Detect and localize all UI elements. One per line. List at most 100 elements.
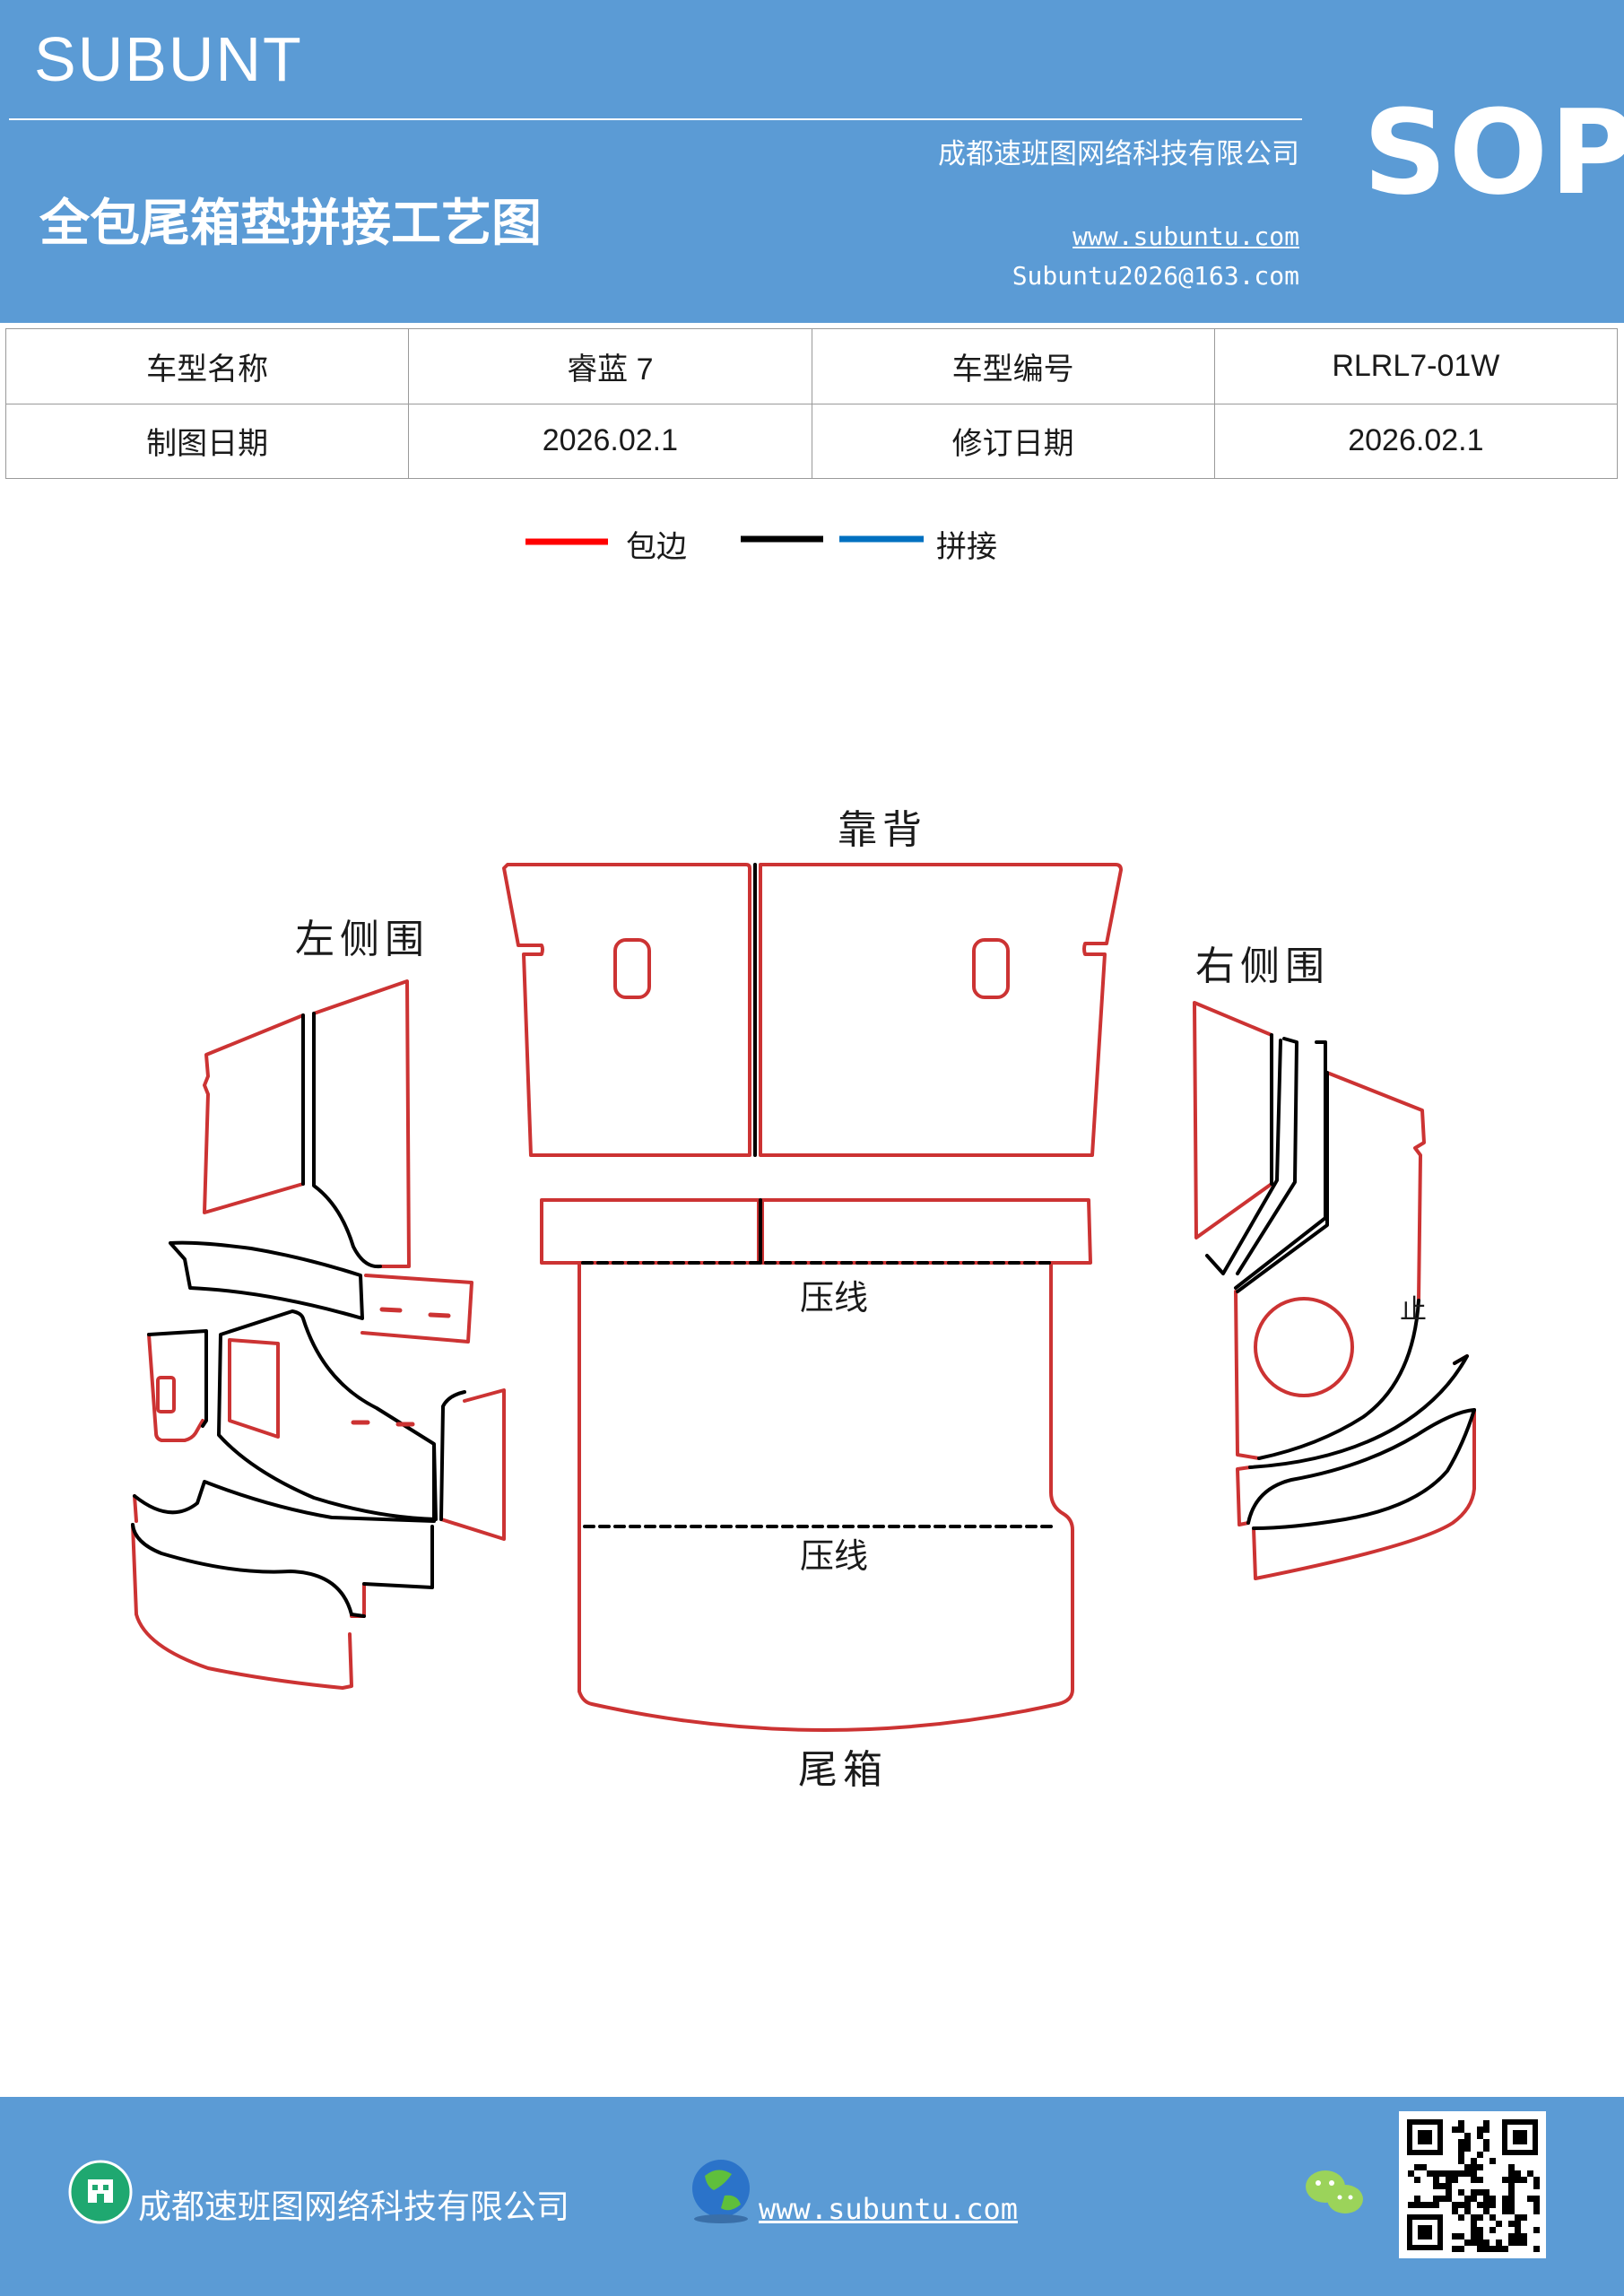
qr-module [1477, 2227, 1483, 2233]
trunk-strip-right [760, 1198, 1092, 1265]
qr-module [1471, 2170, 1477, 2177]
qr-module [1439, 2170, 1446, 2177]
right-panel-main [1325, 1071, 1426, 1302]
left-panel-upper-b [312, 979, 411, 1268]
qr-module [1508, 2183, 1515, 2189]
qr-module [1477, 2133, 1483, 2139]
qr-module [1508, 2196, 1515, 2202]
qr-module [1483, 2208, 1489, 2214]
backrest-label: 靠背 [838, 807, 927, 853]
legend-label-splice: 拼接 [936, 529, 997, 565]
qr-module [1533, 2202, 1540, 2208]
trunk-label: 尾箱 [798, 1747, 888, 1793]
qr-module [1464, 2239, 1471, 2246]
backrest-right-cutout [972, 938, 1010, 999]
qr-module [1433, 2177, 1439, 2183]
drawing-date-value: 2026.02.1 [408, 403, 812, 479]
left-panel-lower-tab [350, 1582, 366, 1618]
globe-icon [692, 2160, 750, 2223]
qr-code [1399, 2111, 1546, 2258]
qr-module [1446, 2183, 1452, 2189]
qr-module [1533, 2246, 1540, 2252]
stop-mark: 止 [1400, 1294, 1427, 1326]
table-row: 车型名称 睿蓝 7 车型编号 RLRL7-01W [4, 328, 1619, 404]
qr-module [1471, 2239, 1477, 2246]
qr-module [1483, 2246, 1489, 2252]
qr-module [1408, 2202, 1414, 2208]
qr-module [1533, 2177, 1540, 2183]
header-divider [9, 118, 1302, 120]
qr-module [1471, 2227, 1477, 2233]
left-seam-10 [350, 1613, 366, 1618]
qr-module [1502, 2177, 1508, 2183]
right-seam-3 [1236, 1037, 1298, 1275]
qr-module [1477, 2164, 1483, 2170]
website-link[interactable]: www.subuntu.com [1073, 222, 1299, 251]
qr-module [1508, 2177, 1515, 2183]
qr-module [1477, 2233, 1483, 2239]
qr-module [1433, 2170, 1439, 2177]
qr-module [1446, 2170, 1452, 2177]
qr-module [1414, 2196, 1420, 2202]
qr-module [1502, 2246, 1508, 2252]
qr-module [1483, 2126, 1489, 2133]
qr-module [1508, 2164, 1515, 2170]
qr-module [1464, 2139, 1471, 2145]
right-seam-8 [1246, 1408, 1476, 1525]
footer-website-link[interactable]: www.subuntu.com [759, 2192, 1018, 2226]
left-dash-2 [428, 1312, 451, 1318]
left-panel-lower-a [133, 1494, 138, 1523]
qr-module [1527, 2196, 1533, 2202]
trunk-strip-left [540, 1198, 760, 1265]
qr-module [1496, 2239, 1502, 2246]
qr-module [1515, 2239, 1521, 2246]
footer-company-name: 成都速班图网络科技有限公司 [138, 2187, 569, 2226]
qr-module [1508, 2239, 1515, 2246]
right-panel-bottom-c [1252, 1408, 1476, 1580]
qr-module [1433, 2183, 1439, 2189]
qr-module [1458, 2158, 1464, 2164]
qr-module [1527, 2170, 1533, 2177]
crease-label-2: 压线 [800, 1536, 868, 1576]
qr-module [1433, 2196, 1439, 2202]
qr-module [1502, 2196, 1508, 2202]
qr-module [1458, 2214, 1464, 2221]
qr-module [1427, 2202, 1433, 2208]
footer-icons [68, 2111, 1546, 2258]
qr-module [1471, 2214, 1477, 2221]
qr-module [1452, 2208, 1458, 2214]
left-seam-6 [439, 1390, 466, 1521]
qr-module [1471, 2177, 1477, 2183]
qr-module [1464, 2208, 1471, 2214]
qr-module [1408, 2170, 1414, 2177]
left-panel-mid-window [228, 1338, 280, 1439]
left-seam-3 [169, 1240, 364, 1320]
qr-module [1483, 2120, 1489, 2126]
qr-module [1452, 2170, 1458, 2177]
vehicle-info-table: 车型名称 睿蓝 7 车型编号 RLRL7-01W 制图日期 2026.02.1 … [4, 328, 1619, 479]
qr-module [1471, 2189, 1477, 2196]
legend-label-edging: 包边 [626, 529, 687, 565]
left-seam-9 [362, 1525, 434, 1589]
qr-module [1521, 2214, 1527, 2221]
table-row: 制图日期 2026.02.1 修订日期 2026.02.1 [4, 403, 1619, 479]
qr-module [1489, 2227, 1496, 2233]
qr-module [1471, 2196, 1477, 2202]
qr-module [1414, 2177, 1420, 2183]
qr-module [1515, 2177, 1521, 2183]
right-panel-bottom-a [1236, 1465, 1252, 1526]
qr-module [1515, 2221, 1521, 2227]
qr-module [1433, 2202, 1439, 2208]
backrest-right-panel [759, 863, 1123, 1157]
trunk-floor [578, 1261, 1074, 1732]
qr-module [1446, 2177, 1452, 2183]
qr-module [1458, 2120, 1464, 2126]
qr-module [1515, 2233, 1521, 2239]
qr-module [1533, 2208, 1540, 2214]
company-name: 成都速班图网络科技有限公司 [938, 138, 1299, 170]
qr-module [1489, 2196, 1496, 2202]
left-seam-2 [312, 1012, 382, 1269]
qr-module [1464, 2170, 1471, 2177]
backrest-left-panel [502, 863, 751, 1157]
